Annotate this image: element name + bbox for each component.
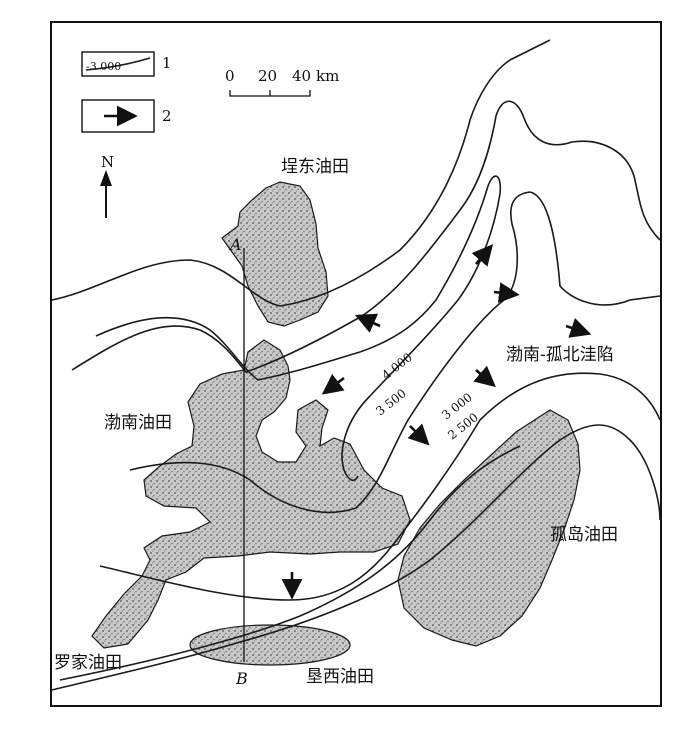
scale-tick-0: 0 bbox=[225, 67, 235, 85]
bonan-oilfield bbox=[91, 339, 411, 649]
legend-contour-sample: -3 000 bbox=[86, 60, 121, 73]
contour-label-3500: 3 500 bbox=[373, 386, 409, 418]
flow-arrows bbox=[281, 244, 592, 600]
bonan-gubei-sag-label: 渤南-孤北洼陷 bbox=[506, 345, 614, 365]
bonan-oilfield-label: 渤南油田 bbox=[104, 413, 172, 433]
legend: -3 000 1 2 bbox=[81, 51, 172, 133]
flow-arrow-icon bbox=[493, 282, 520, 303]
legend-contour-box bbox=[81, 51, 155, 77]
flow-arrow-icon bbox=[473, 365, 496, 388]
contour-line-4000 bbox=[95, 175, 502, 482]
kendong-oilfield bbox=[221, 181, 329, 327]
flow-arrow-icon bbox=[565, 318, 592, 338]
luojia-oilfield-label: 罗家油田 bbox=[54, 653, 122, 673]
kendong-oilfield-label: 埕东油田 bbox=[281, 157, 349, 177]
flow-arrow-icon bbox=[354, 313, 381, 333]
north-arrow: N bbox=[100, 153, 114, 218]
contour-line-2500 bbox=[59, 445, 521, 681]
flow-arrow-icon bbox=[407, 423, 430, 446]
kenxi-oilfield bbox=[189, 624, 351, 666]
scale-bar: 0 20 40 km bbox=[225, 67, 339, 97]
contour-line-4500 bbox=[71, 100, 661, 373]
kenxi-oilfield-label: 垦西油田 bbox=[306, 667, 374, 687]
contour-line-outer bbox=[51, 424, 661, 691]
gudao-oilfield bbox=[397, 409, 581, 647]
contour-line-3500 bbox=[129, 191, 661, 514]
legend-arrow-box bbox=[81, 99, 155, 133]
contour-label-4000: 4 000 bbox=[379, 350, 415, 382]
map-frame bbox=[50, 21, 662, 707]
north-label: N bbox=[101, 153, 114, 171]
section-point-a: A bbox=[228, 235, 242, 254]
scale-unit: km bbox=[316, 67, 339, 85]
contour-line-3000 bbox=[99, 372, 661, 601]
flow-arrow-icon bbox=[471, 244, 494, 267]
legend-item-2-number: 2 bbox=[162, 107, 172, 125]
scale-tick-20: 20 bbox=[258, 67, 277, 85]
flow-arrow-icon bbox=[321, 373, 345, 395]
section-point-b: B bbox=[235, 669, 248, 688]
legend-item-1-number: 1 bbox=[162, 54, 172, 72]
gudao-oilfield-label: 孤岛油田 bbox=[550, 525, 618, 545]
contour-line-5000 bbox=[51, 39, 551, 307]
scale-tick-40: 40 bbox=[292, 67, 311, 85]
